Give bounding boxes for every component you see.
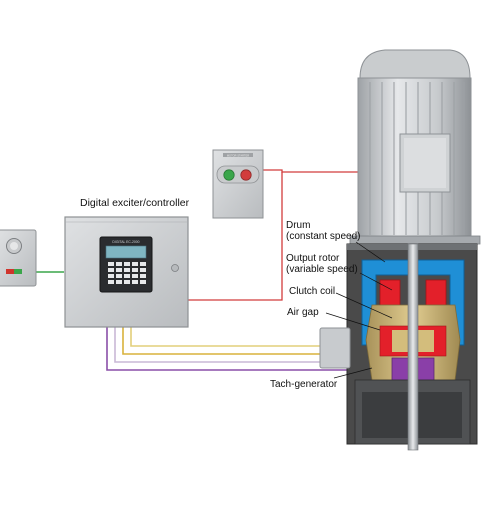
purple-wire — [106, 327, 345, 371]
conduit-box — [319, 327, 351, 369]
door-lock-icon[interactable] — [171, 264, 179, 272]
indicator-green-icon — [14, 269, 22, 274]
yellow-wire — [122, 327, 345, 355]
stop-button-icon[interactable] — [240, 169, 252, 181]
rotor-label: Output rotor — [286, 253, 340, 264]
leader-lines — [325, 241, 393, 379]
motor-starter-panel: MOTOR STARTER — [212, 149, 264, 219]
indicator-red-icon — [6, 269, 14, 274]
motor-starter-label: MOTOR STARTER — [227, 153, 249, 157]
rotor-sublabel: (variable speed) — [286, 264, 358, 275]
shaft — [407, 243, 419, 451]
lcd-display — [105, 245, 147, 259]
keypad-brand: DIGITAL EC-2000 — [112, 240, 139, 244]
clutch-coil-label: Clutch coil — [289, 286, 336, 297]
air-gap-label: Air gap — [287, 307, 319, 318]
red-wire-motor — [262, 169, 402, 173]
speed-pot-panel — [0, 229, 37, 287]
controller-label: Digital exciter/controller — [80, 197, 190, 209]
lilac-wire — [114, 327, 345, 363]
electric-motor — [349, 49, 481, 245]
keypad[interactable] — [108, 262, 146, 284]
start-button-icon[interactable] — [223, 169, 235, 181]
drum-label: Drum — [286, 220, 311, 231]
tach-generator-label: Tach-generator — [270, 379, 338, 390]
light-yellow-wire — [130, 327, 345, 347]
red-wire-controller — [188, 172, 283, 301]
drum-sublabel: (constant speed) — [286, 231, 361, 242]
digital-controller: DIGITAL EC-2000 — [64, 216, 189, 328]
